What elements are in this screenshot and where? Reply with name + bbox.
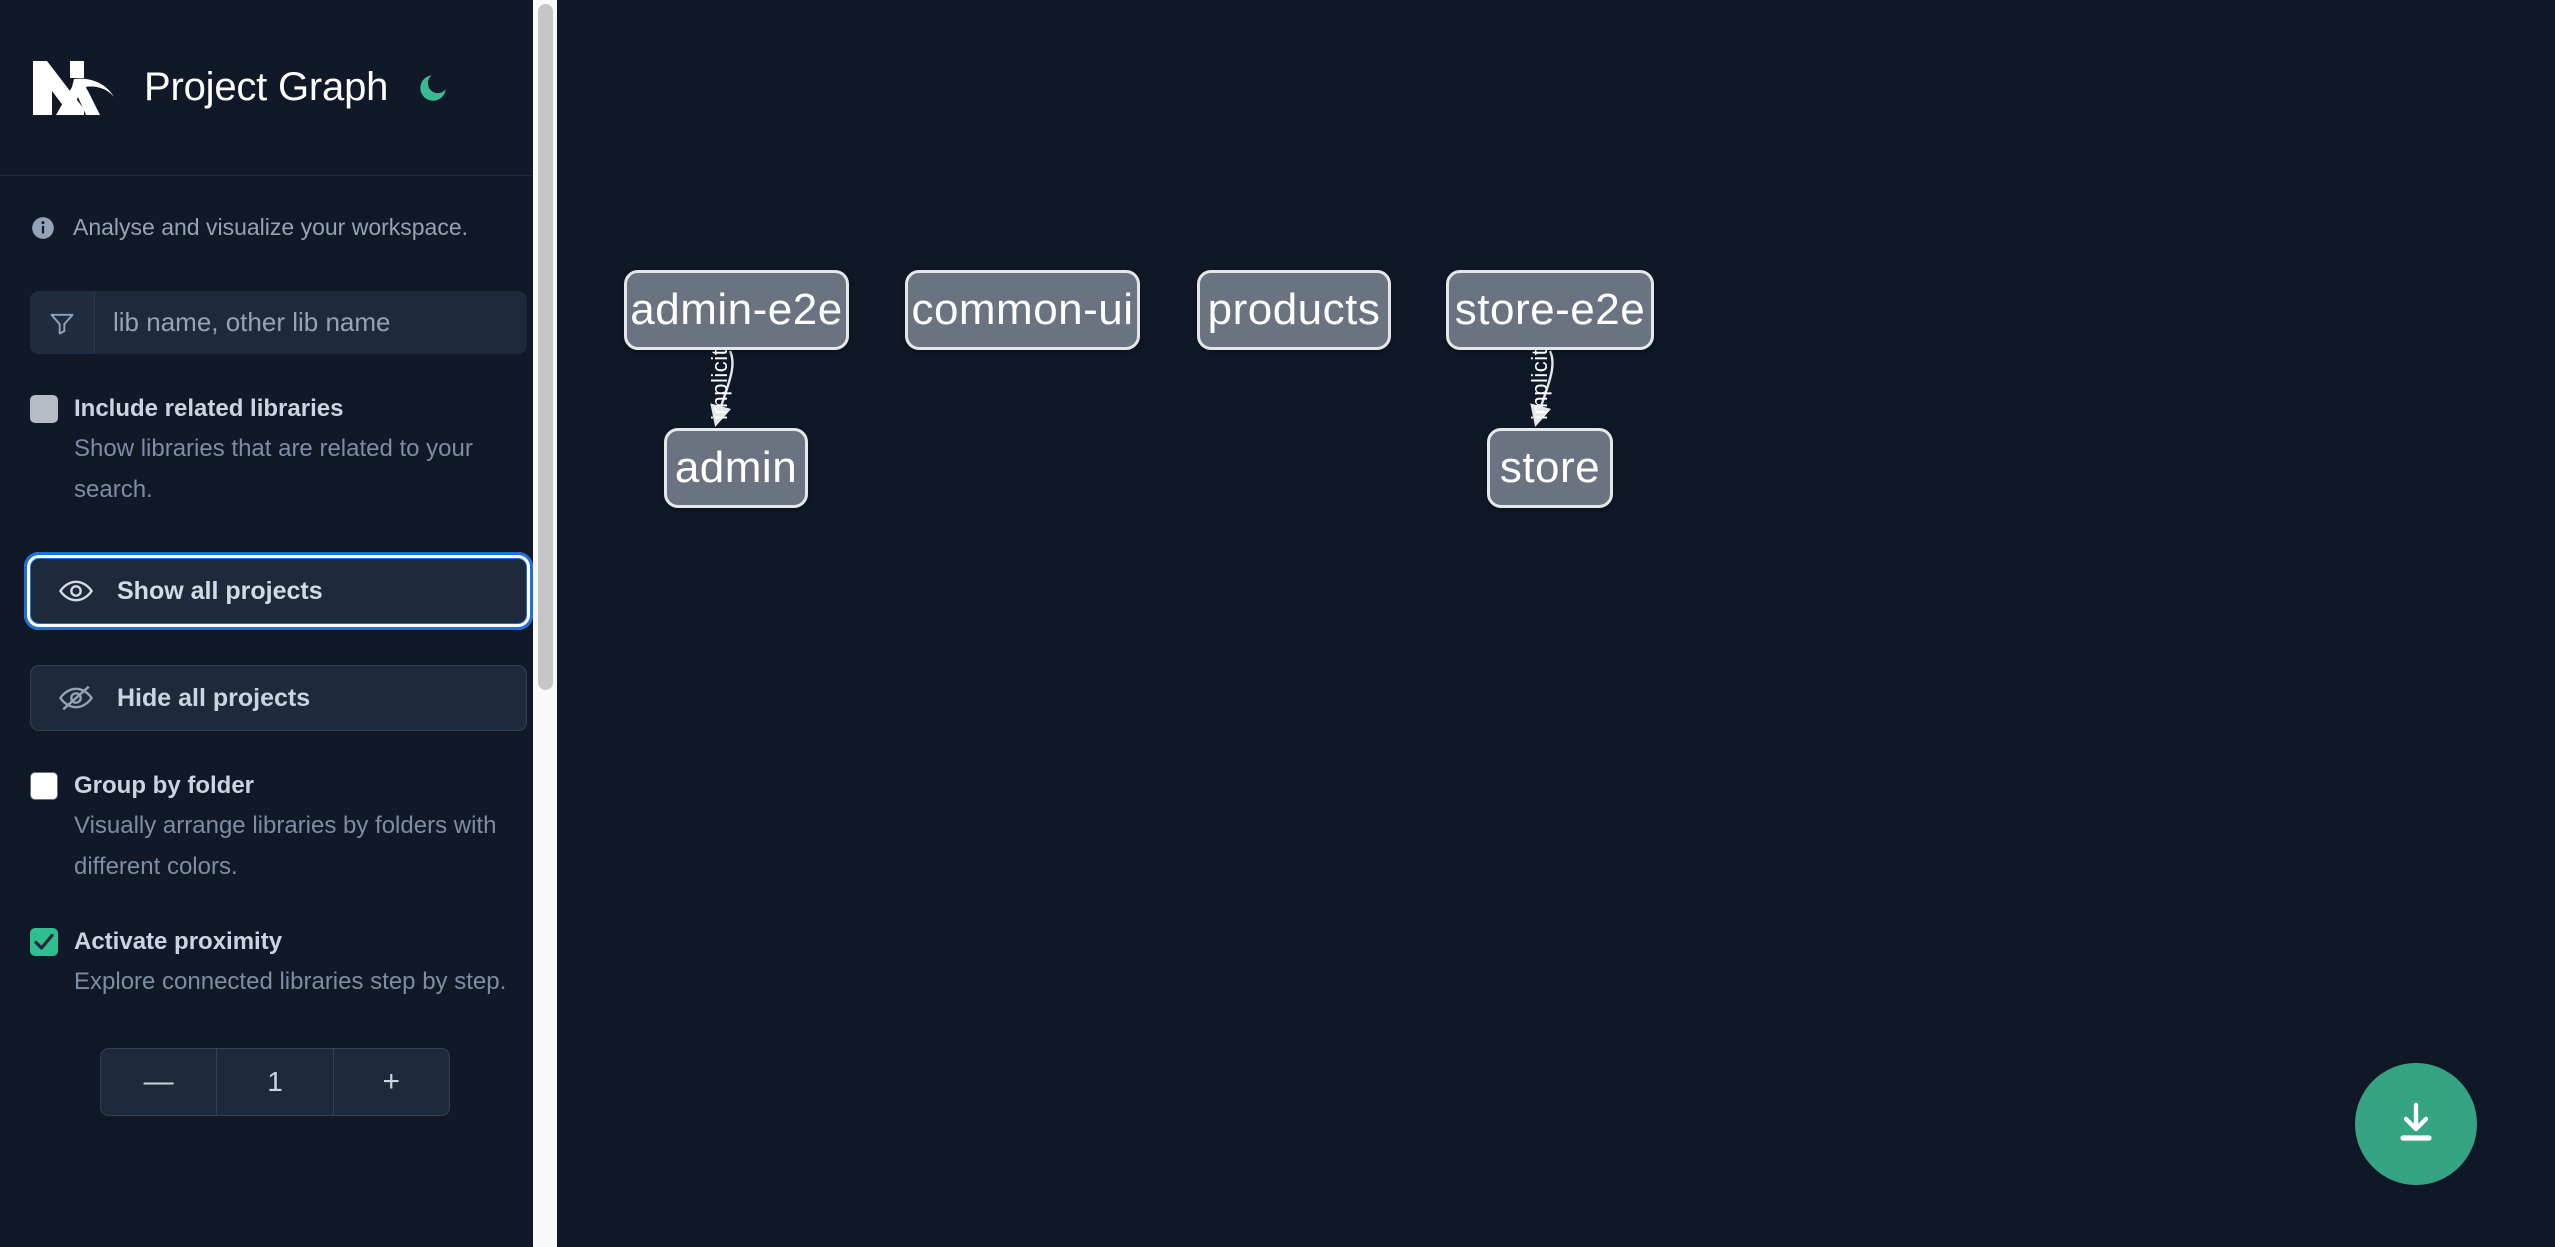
show-all-projects-label: Show all projects [117,576,323,605]
search-input[interactable] [95,291,527,354]
group-by-folder-checkbox[interactable] [30,772,58,800]
info-icon [30,215,56,241]
funnel-icon [30,291,95,354]
proximity-stepper[interactable]: — 1 + [100,1048,450,1116]
eye-off-icon [59,685,93,711]
graph-node-admin[interactable]: admin [664,428,808,508]
graph-node-products[interactable]: products [1197,270,1391,350]
option-group-by-folder[interactable]: Group by folder Visually arrange librari… [30,767,527,887]
download-icon [2392,1099,2440,1150]
sidebar: Project Graph Analyse and visualize your… [0,0,557,1247]
proximity-decrement-button[interactable]: — [101,1049,218,1115]
moon-icon[interactable] [414,69,452,107]
edge-label-store-e2e-store: implicit [1527,348,1552,420]
graph-node-admin-e2e[interactable]: admin-e2e [624,270,849,350]
option-description: Explore connected libraries step by step… [74,968,507,995]
graph-edges [710,350,1554,427]
activate-proximity-checkbox[interactable] [30,928,58,956]
sidebar-body: Include related libraries Show libraries… [0,291,557,1116]
nx-logo [30,57,116,119]
option-title: Activate proximity [74,928,283,955]
option-description: Show libraries that are related to your … [74,435,473,503]
option-title: Group by folder [74,772,254,799]
option-description: Visually arrange libraries by folders wi… [74,812,497,880]
sidebar-tagline-text: Analyse and visualize your workspace. [73,214,469,240]
hide-all-projects-label: Hide all projects [117,683,311,712]
eye-icon [59,578,93,604]
hide-all-projects-button[interactable]: Hide all projects [30,665,527,731]
sidebar-header: Project Graph [0,0,557,176]
include-related-libraries-checkbox[interactable] [30,395,58,423]
graph-node-store[interactable]: store [1487,428,1613,508]
proximity-value: 1 [217,1049,334,1115]
sidebar-tagline: Analyse and visualize your workspace. [0,176,557,241]
option-activate-proximity[interactable]: Activate proximity Explore connected lib… [30,923,527,1002]
show-all-projects-button[interactable]: Show all projects [24,552,533,630]
app-title: Project Graph [144,65,389,109]
filter-field[interactable] [30,291,527,354]
proximity-increment-button[interactable]: + [334,1049,449,1115]
graph-canvas[interactable]: admin-e2e common-ui products store-e2e admin… [557,0,2555,1247]
option-title: Include related libraries [74,395,344,422]
graph-node-store-e2e[interactable]: store-e2e [1446,270,1654,350]
sidebar-scrollbar[interactable] [533,0,557,1247]
option-include-related-libraries[interactable]: Include related libraries Show libraries… [30,390,527,510]
edge-label-admin-e2e-admin: implicit [707,348,732,420]
graph-node-common-ui[interactable]: common-ui [905,270,1140,350]
sidebar-scrollbar-thumb[interactable] [538,4,553,690]
download-graph-button[interactable] [2355,1063,2477,1185]
